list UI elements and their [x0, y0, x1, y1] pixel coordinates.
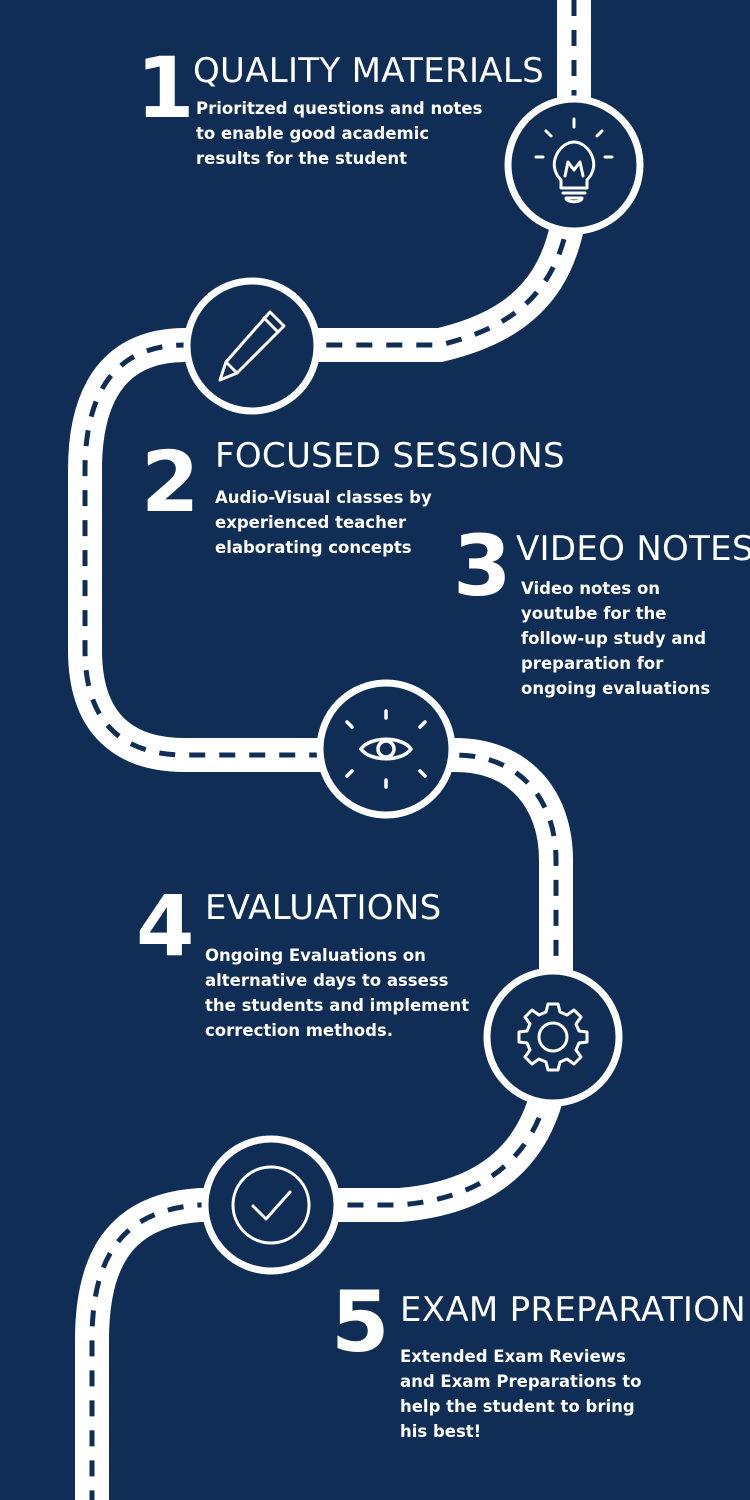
- step-description: Extended Exam Reviews and Exam Preparati…: [400, 1347, 642, 1441]
- step-number: 2: [141, 433, 200, 531]
- eye-icon: [315, 678, 457, 820]
- step-title: QUALITY MATERIALS: [193, 51, 544, 91]
- step-title: FOCUSED SESSIONS: [215, 436, 565, 476]
- pencil-icon: [182, 276, 322, 416]
- step-title: EVALUATIONS: [205, 888, 442, 928]
- step-number: 4: [136, 877, 195, 975]
- step-title: EXAM PREPARATION: [400, 1290, 747, 1330]
- step-number: 5: [331, 1273, 390, 1371]
- step-description: Audio-Visual classes by experienced teac…: [215, 488, 432, 557]
- step-title: VIDEO NOTES: [516, 529, 750, 569]
- step-description: Prioritzed questions and notes to enable…: [196, 99, 483, 168]
- step-number: 1: [136, 39, 195, 137]
- step-description: Video notes on youtube for the follow-up…: [521, 579, 711, 698]
- lightbulb-icon: [503, 94, 645, 236]
- step-number: 3: [453, 517, 512, 615]
- step-description: Ongoing Evaluations on alternative days …: [205, 946, 470, 1040]
- check-circle-icon: [200, 1134, 342, 1276]
- gear-icon: [482, 966, 624, 1108]
